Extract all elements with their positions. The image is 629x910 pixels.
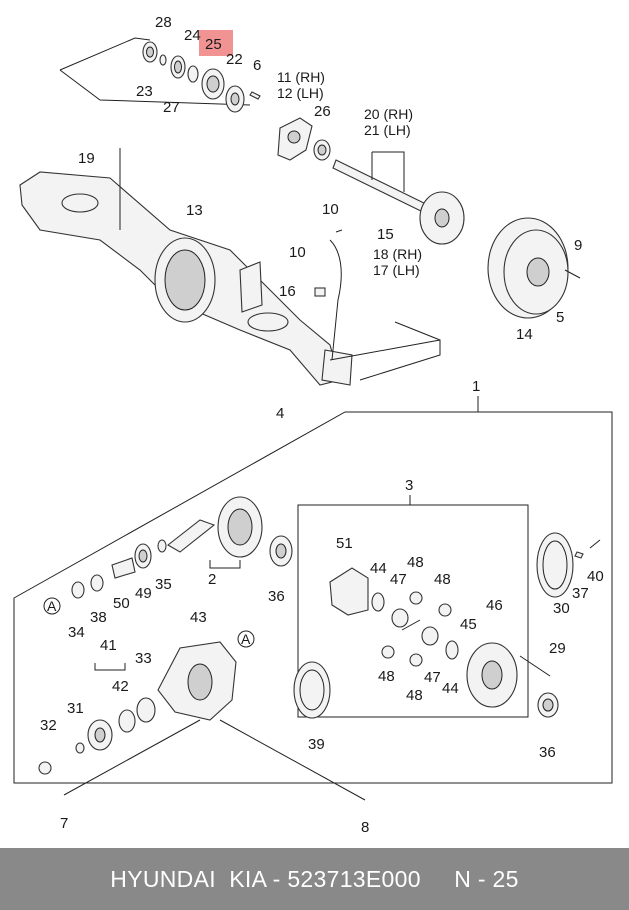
label-26: 26	[314, 103, 331, 120]
label-50: 50	[113, 595, 130, 612]
label-3: 3	[405, 477, 413, 494]
label-23: 23	[136, 83, 153, 100]
label-2: 2	[208, 571, 216, 588]
label-11: 11 (RH)	[277, 69, 325, 85]
label-48-d: 48	[406, 687, 423, 704]
label-10-upper: 10	[322, 201, 339, 218]
label-44-a: 44	[370, 560, 387, 577]
label-43: 43	[190, 609, 207, 626]
differential-assembly-outline	[13, 396, 613, 784]
label-35: 35	[155, 576, 172, 593]
label-32: 32	[40, 717, 57, 734]
label-a-top: A	[241, 631, 251, 647]
label-17: 17 (LH)	[373, 262, 420, 278]
label-44-b: 44	[442, 680, 459, 697]
footer-part-text: HYUNDAI KIA - 523713E000 N - 25	[110, 865, 519, 892]
label-20: 20 (RH)	[364, 106, 413, 122]
label-6: 6	[253, 57, 261, 74]
rear-axle-exploded-diagram: 28 24 25 22 6 23 27 11 (RH) 12 (LH) 26 2…	[13, 14, 613, 836]
label-42: 42	[112, 678, 129, 695]
label-51: 51	[336, 535, 353, 552]
label-47-a: 47	[390, 571, 407, 588]
label-4: 4	[276, 405, 284, 422]
hub-group-outline	[59, 37, 251, 106]
highlighted-part-marker	[199, 30, 233, 56]
caliper-bracket	[277, 117, 331, 161]
label-36-a: 36	[268, 588, 285, 605]
label-36-b: 36	[539, 744, 556, 761]
label-18: 18 (RH)	[373, 246, 422, 262]
reference-a-circle-left	[43, 597, 61, 615]
label-15: 15	[377, 226, 394, 243]
brake-disc	[487, 217, 581, 319]
label-13: 13	[186, 202, 203, 219]
label-27: 27	[163, 99, 180, 116]
label-12: 12 (LH)	[277, 85, 324, 101]
label-21: 21 (LH)	[364, 122, 411, 138]
axle-shaft	[332, 151, 465, 245]
differential-flange	[466, 642, 559, 718]
label-37: 37	[572, 585, 589, 602]
label-10-lower: 10	[289, 244, 306, 261]
carrier-housing	[63, 641, 366, 801]
label-16: 16	[279, 283, 296, 300]
label-45: 45	[460, 616, 477, 633]
axle-housing	[19, 148, 441, 386]
label-5: 5	[556, 309, 564, 326]
bearing-seal-stack	[142, 41, 261, 113]
label-48-a: 48	[407, 554, 424, 571]
part-number-footer: HYUNDAI KIA - 523713E000 N - 25	[0, 848, 629, 910]
pinion-components	[71, 535, 293, 599]
label-9: 9	[574, 237, 582, 254]
label-14: 14	[516, 326, 533, 343]
label-24: 24	[184, 27, 201, 44]
label-1: 1	[472, 378, 480, 395]
label-48-b: 48	[434, 571, 451, 588]
label-33: 33	[135, 650, 152, 667]
label-34: 34	[68, 624, 85, 641]
label-19: 19	[78, 150, 95, 167]
label-22: 22	[226, 51, 243, 68]
label-29: 29	[549, 640, 566, 657]
differential-case	[329, 567, 459, 667]
label-25: 25	[205, 36, 222, 53]
label-a-left: A	[47, 598, 57, 614]
label-47-b: 47	[424, 669, 441, 686]
label-39: 39	[308, 736, 325, 753]
reference-a-circle-top	[237, 630, 255, 648]
label-48-c: 48	[378, 668, 395, 685]
gasket-bottom	[293, 661, 331, 719]
gasket-right	[536, 532, 601, 598]
brake-hose	[314, 229, 343, 361]
front-flange-group	[38, 663, 156, 775]
ring-pinion-gear	[167, 496, 263, 569]
label-38: 38	[90, 609, 107, 626]
label-7: 7	[60, 815, 68, 832]
label-41: 41	[100, 637, 117, 654]
label-31: 31	[67, 700, 84, 717]
label-30: 30	[553, 600, 570, 617]
label-8: 8	[361, 819, 369, 836]
label-28: 28	[155, 14, 172, 31]
label-46: 46	[486, 597, 503, 614]
label-49: 49	[135, 585, 152, 602]
label-40: 40	[587, 568, 604, 585]
